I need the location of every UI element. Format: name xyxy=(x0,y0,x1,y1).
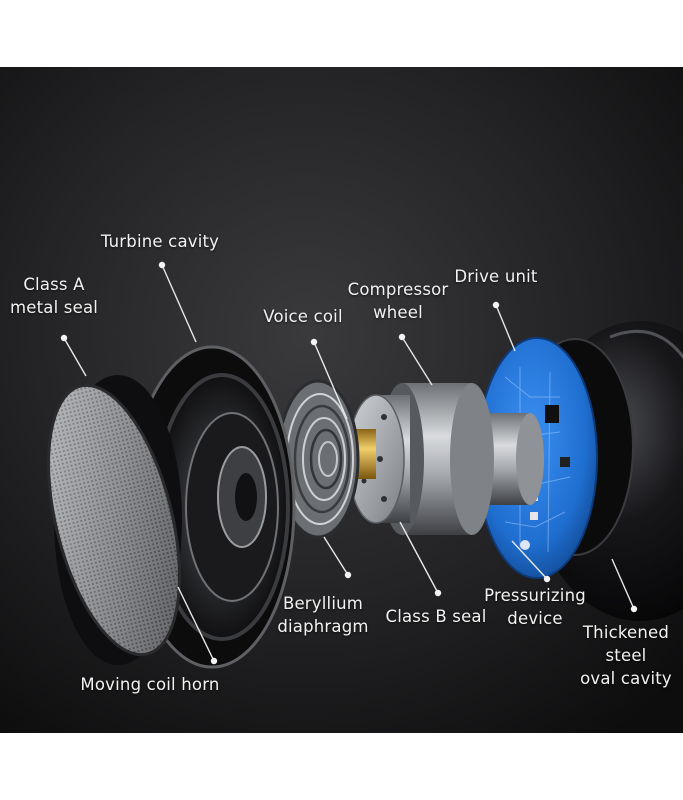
leader-dot-beryllium-diaphragm xyxy=(344,571,352,579)
callout-drive-unit: Drive unit xyxy=(454,265,537,288)
callout-line: steel xyxy=(605,646,647,665)
leader-moving-coil-horn xyxy=(177,586,215,662)
callout-line: diaphragm xyxy=(277,617,369,636)
callout-turbine-cavity: Turbine cavity xyxy=(101,230,219,253)
callout-line: Voice coil xyxy=(263,307,343,326)
leader-voice-coil xyxy=(313,341,348,420)
leader-lines xyxy=(60,261,638,665)
callout-line: Drive unit xyxy=(454,267,538,286)
leader-dot-turbine-cavity xyxy=(158,261,166,269)
leader-dot-pressurizing-device xyxy=(543,575,551,583)
leader-dot-steel-cavity xyxy=(630,605,638,613)
callout-line: device xyxy=(507,609,563,628)
callout-compressor-wheel: Compressor wheel xyxy=(348,278,449,324)
callout-line: Moving coil horn xyxy=(80,675,220,694)
leader-pressurizing-device xyxy=(511,540,548,580)
callout-pressurizing-device: Pressurizing device xyxy=(484,584,586,630)
leader-dot-moving-coil-horn xyxy=(210,657,218,665)
leader-dot-drive-unit xyxy=(492,301,500,309)
class-a-metal-seal-part xyxy=(47,375,182,665)
callout-class-a-metal-seal: Class A metal seal xyxy=(10,273,98,319)
callout-voice-coil: Voice coil xyxy=(263,305,343,328)
callout-moving-coil-horn: Moving coil horn xyxy=(80,673,219,696)
callout-line: Beryllium xyxy=(282,594,364,613)
callout-line: Class B seal xyxy=(385,607,487,626)
leader-dot-voice-coil xyxy=(310,338,318,346)
callout-thickened-steel-oval-cavity: Thickened steel oval cavity xyxy=(580,621,672,690)
leader-class-a-seal xyxy=(63,337,87,377)
leader-drive-unit xyxy=(495,304,516,352)
callout-line: Compressor xyxy=(347,280,449,299)
diagram-canvas: Class A metal seal Turbine cavity Voice … xyxy=(0,67,683,733)
leader-compressor-wheel xyxy=(401,336,433,386)
leader-steel-cavity xyxy=(611,558,635,610)
leader-dot-class-a-seal xyxy=(60,334,68,342)
callout-line: Pressurizing xyxy=(484,586,586,605)
leader-dot-compressor-wheel xyxy=(398,333,406,341)
leader-beryllium-diaphragm xyxy=(323,536,349,576)
callout-line: Class A xyxy=(23,275,85,294)
callout-beryllium-diaphragm: Beryllium diaphragm xyxy=(277,592,368,638)
callout-line: oval cavity xyxy=(580,669,672,688)
callout-line: wheel xyxy=(373,303,423,322)
callout-class-b-seal: Class B seal xyxy=(385,605,486,628)
leader-turbine-cavity xyxy=(161,264,197,343)
exploded-earbud-illustration xyxy=(0,67,683,733)
beryllium-diaphragm-part xyxy=(276,379,360,539)
leader-class-b-seal xyxy=(399,521,439,594)
callout-line: Thickened xyxy=(582,623,670,642)
callout-line: Turbine cavity xyxy=(100,232,220,251)
callout-line: metal seal xyxy=(9,298,99,317)
leader-dot-class-b-seal xyxy=(434,589,442,597)
